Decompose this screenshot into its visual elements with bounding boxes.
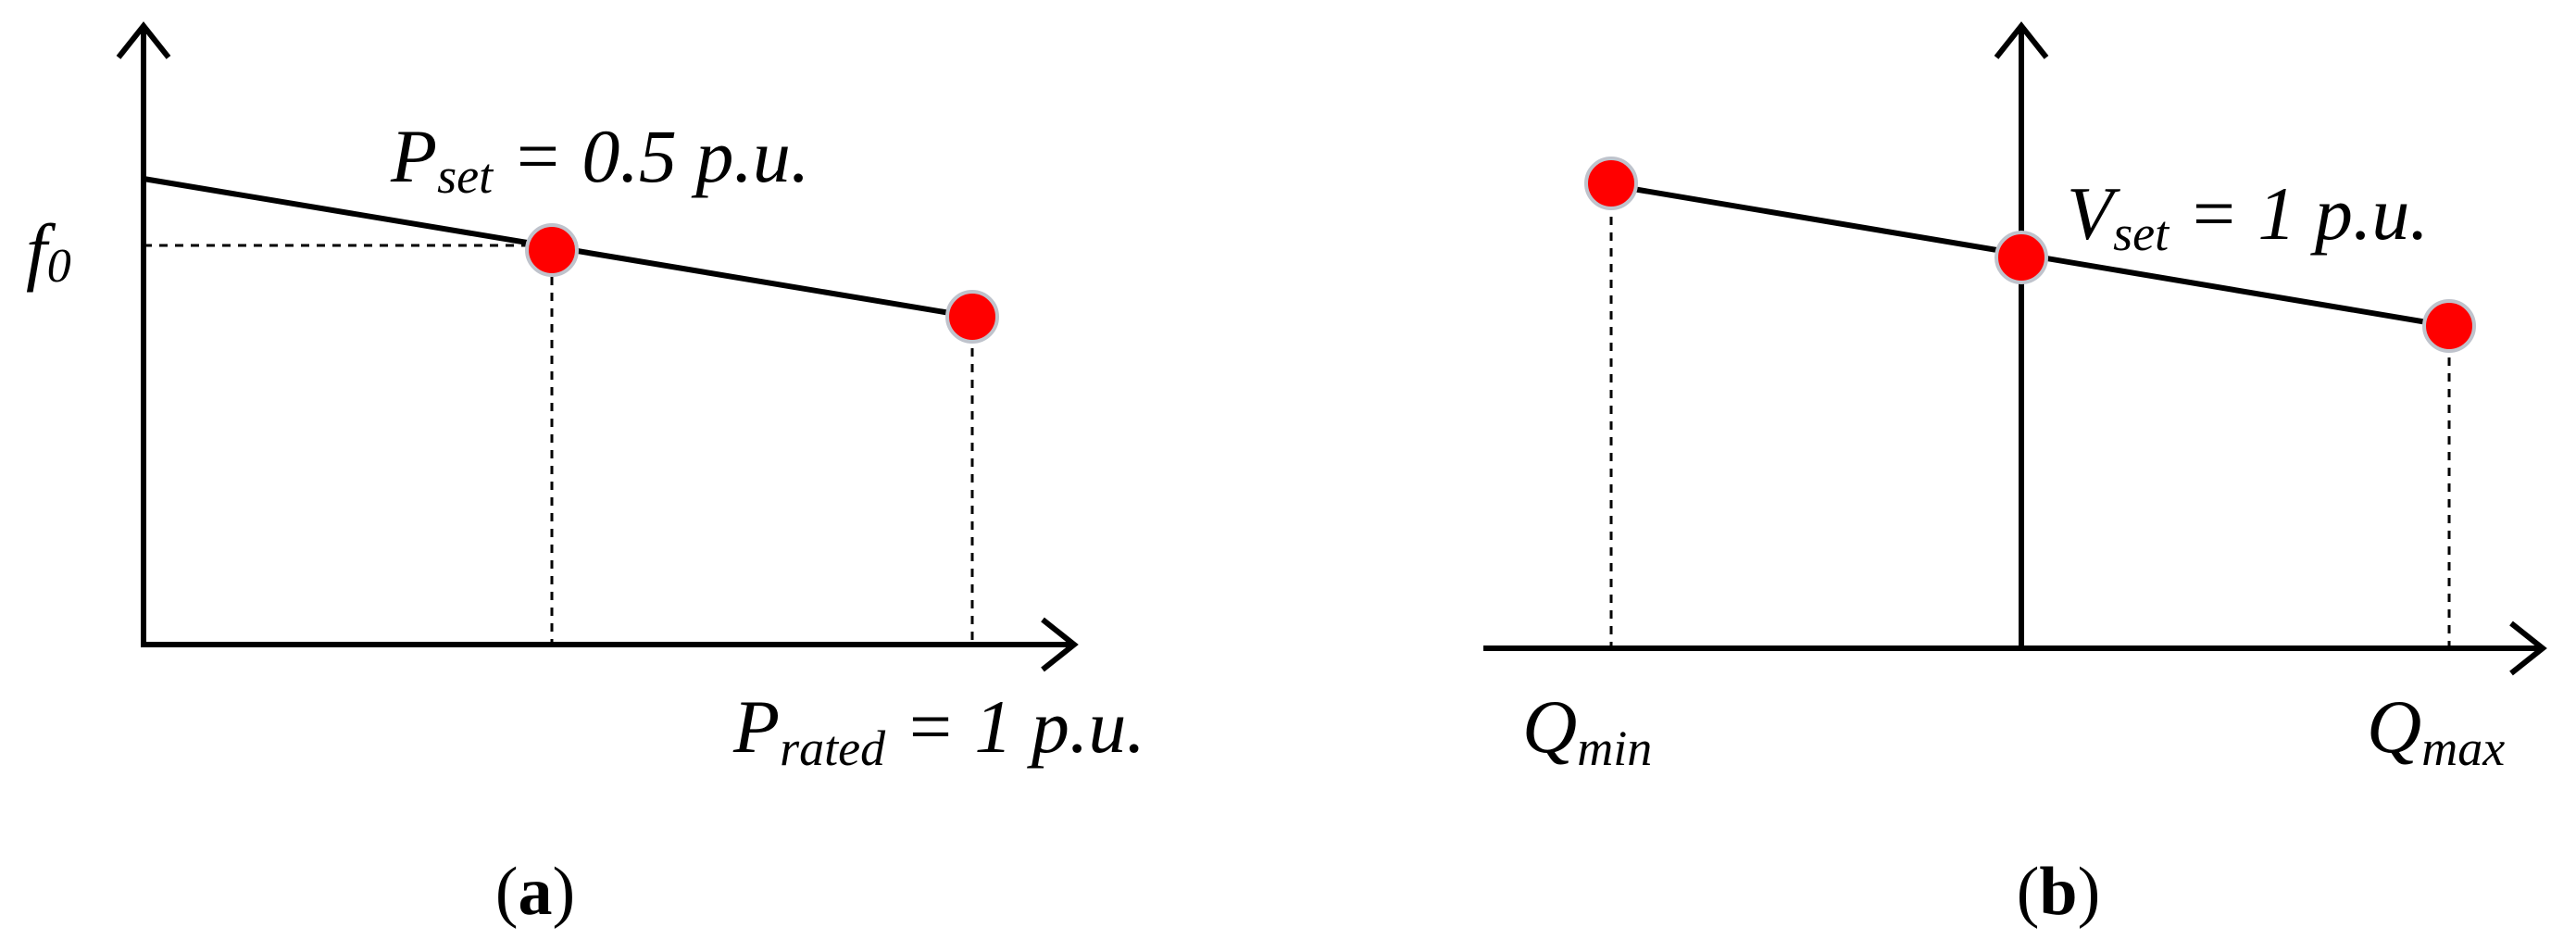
panel-a-rated-point bbox=[945, 290, 999, 344]
panel-b-voltage-droop: Vset = 1 p.u. Qmin Qmax (b) bbox=[1483, 21, 2547, 930]
panel-b-x-axis-arrow bbox=[2509, 620, 2547, 676]
panel-b-vset-subscript: set bbox=[2113, 206, 2170, 261]
panel-b-caption-letter: b bbox=[2039, 854, 2077, 930]
panel-a-caption: (a) bbox=[495, 854, 575, 930]
panel-b-qmin-subscript: min bbox=[1577, 721, 1652, 776]
panel-a-prated-subscript: rated bbox=[780, 721, 886, 776]
panel-b-qmax-label: Qmax bbox=[2367, 684, 2505, 776]
panel-a-x-axis-arrow bbox=[1041, 617, 1079, 672]
panel-a-f0-subscript: 0 bbox=[47, 240, 71, 293]
panel-b-qmax-point bbox=[2422, 299, 2476, 353]
panel-b-caption: (b) bbox=[2017, 854, 2100, 930]
panel-b-vset-value: = 1 p.u. bbox=[2169, 171, 2429, 256]
panel-a-setpoint bbox=[525, 223, 579, 277]
panel-a-prated-label: Prated = 1 p.u. bbox=[732, 684, 1145, 776]
panel-a-pset-subscript: set bbox=[437, 148, 494, 204]
panel-b-setpoint bbox=[1995, 231, 2048, 284]
panel-a-pset-label: Pset = 0.5 p.u. bbox=[390, 114, 809, 204]
panel-a-frequency-droop: f0 Pset = 0.5 p.u. Prated = 1 p.u. (a) bbox=[26, 21, 1145, 930]
panel-b-qmax-subscript: max bbox=[2421, 721, 2505, 776]
panel-a-y-axis-arrow bbox=[116, 21, 171, 59]
panel-b-y-axis-arrow bbox=[1994, 21, 2049, 59]
panel-b-vset-label: Vset = 1 p.u. bbox=[2067, 171, 2429, 261]
panel-a-caption-letter: a bbox=[519, 854, 553, 930]
panel-a-f0-label: f0 bbox=[26, 208, 71, 293]
panel-a-pset-value: = 0.5 p.u. bbox=[493, 114, 809, 198]
panel-b-qmin-label: Qmin bbox=[1522, 684, 1652, 776]
panel-a-prated-value: = 1 p.u. bbox=[885, 684, 1145, 769]
panel-b-qmin-point bbox=[1584, 157, 1638, 210]
